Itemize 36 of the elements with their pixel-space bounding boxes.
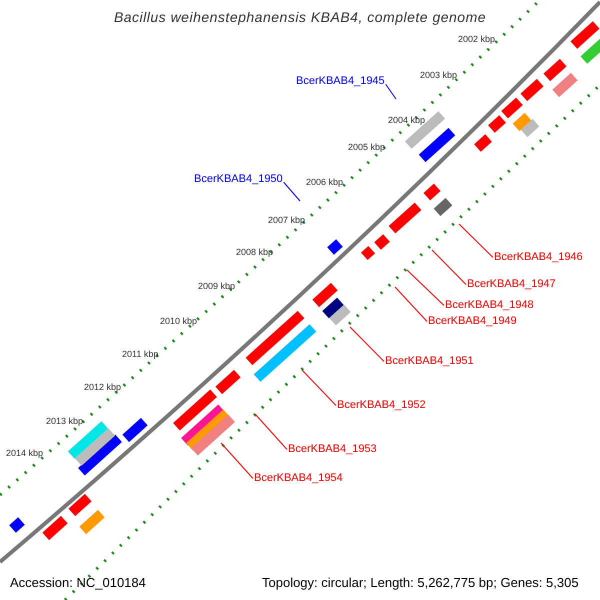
leader-line bbox=[283, 182, 300, 202]
tick-label: 2010 kbp bbox=[160, 317, 198, 326]
gene-label: BcerKBAB4_1945 bbox=[296, 76, 385, 87]
tick-label: 2011 kbp bbox=[122, 350, 158, 359]
gene-label: BcerKBAB4_1952 bbox=[337, 400, 426, 411]
leader-line bbox=[394, 286, 428, 322]
leader-line bbox=[458, 224, 494, 258]
leader-line bbox=[254, 414, 288, 450]
tick-label: 2012 kbp bbox=[84, 383, 122, 392]
leader-line bbox=[432, 250, 466, 285]
gene-label: BcerKBAB4_1949 bbox=[428, 316, 517, 327]
gene-label: BcerKBAB4_1946 bbox=[494, 252, 583, 263]
tick-label: 2008 kbp bbox=[236, 248, 274, 257]
tick-label: 2004 kbp bbox=[388, 116, 426, 125]
tick-label: 2005 kbp bbox=[348, 143, 386, 152]
gene-label: BcerKBAB4_1948 bbox=[445, 300, 534, 311]
leader-line bbox=[220, 442, 254, 479]
leader-line bbox=[350, 326, 384, 362]
tick-label: 2003 kbp bbox=[420, 71, 458, 80]
leader-line bbox=[385, 84, 396, 100]
title: Bacillus weihenstephanensis KBAB4, complete genome bbox=[112, 10, 488, 24]
leader-line bbox=[406, 270, 444, 306]
tick-label: 2009 kbp bbox=[198, 282, 236, 291]
tick-label: 2007 kbp bbox=[268, 216, 306, 225]
caption-text: Accession: NC_010184 bbox=[10, 576, 146, 589]
gene-label: BcerKBAB4_1950 bbox=[194, 174, 283, 185]
gene-label: BcerKBAB4_1953 bbox=[288, 444, 377, 455]
caption-text: Topology: circular; Length: 5,262,775 bp; Genes: 5,305 bbox=[262, 576, 579, 589]
tick-label: 2006 kbp bbox=[306, 178, 344, 187]
tick-label: 2014 kbp bbox=[6, 449, 44, 458]
gene-label: BcerKBAB4_1951 bbox=[385, 356, 474, 367]
gene-label: BcerKBAB4_1947 bbox=[467, 279, 556, 290]
leader-line bbox=[302, 370, 336, 406]
tick-label: 2002 kbp bbox=[458, 35, 496, 44]
tick-label: 2013 kbp bbox=[46, 417, 84, 426]
gene-label: BcerKBAB4_1954 bbox=[254, 473, 343, 484]
